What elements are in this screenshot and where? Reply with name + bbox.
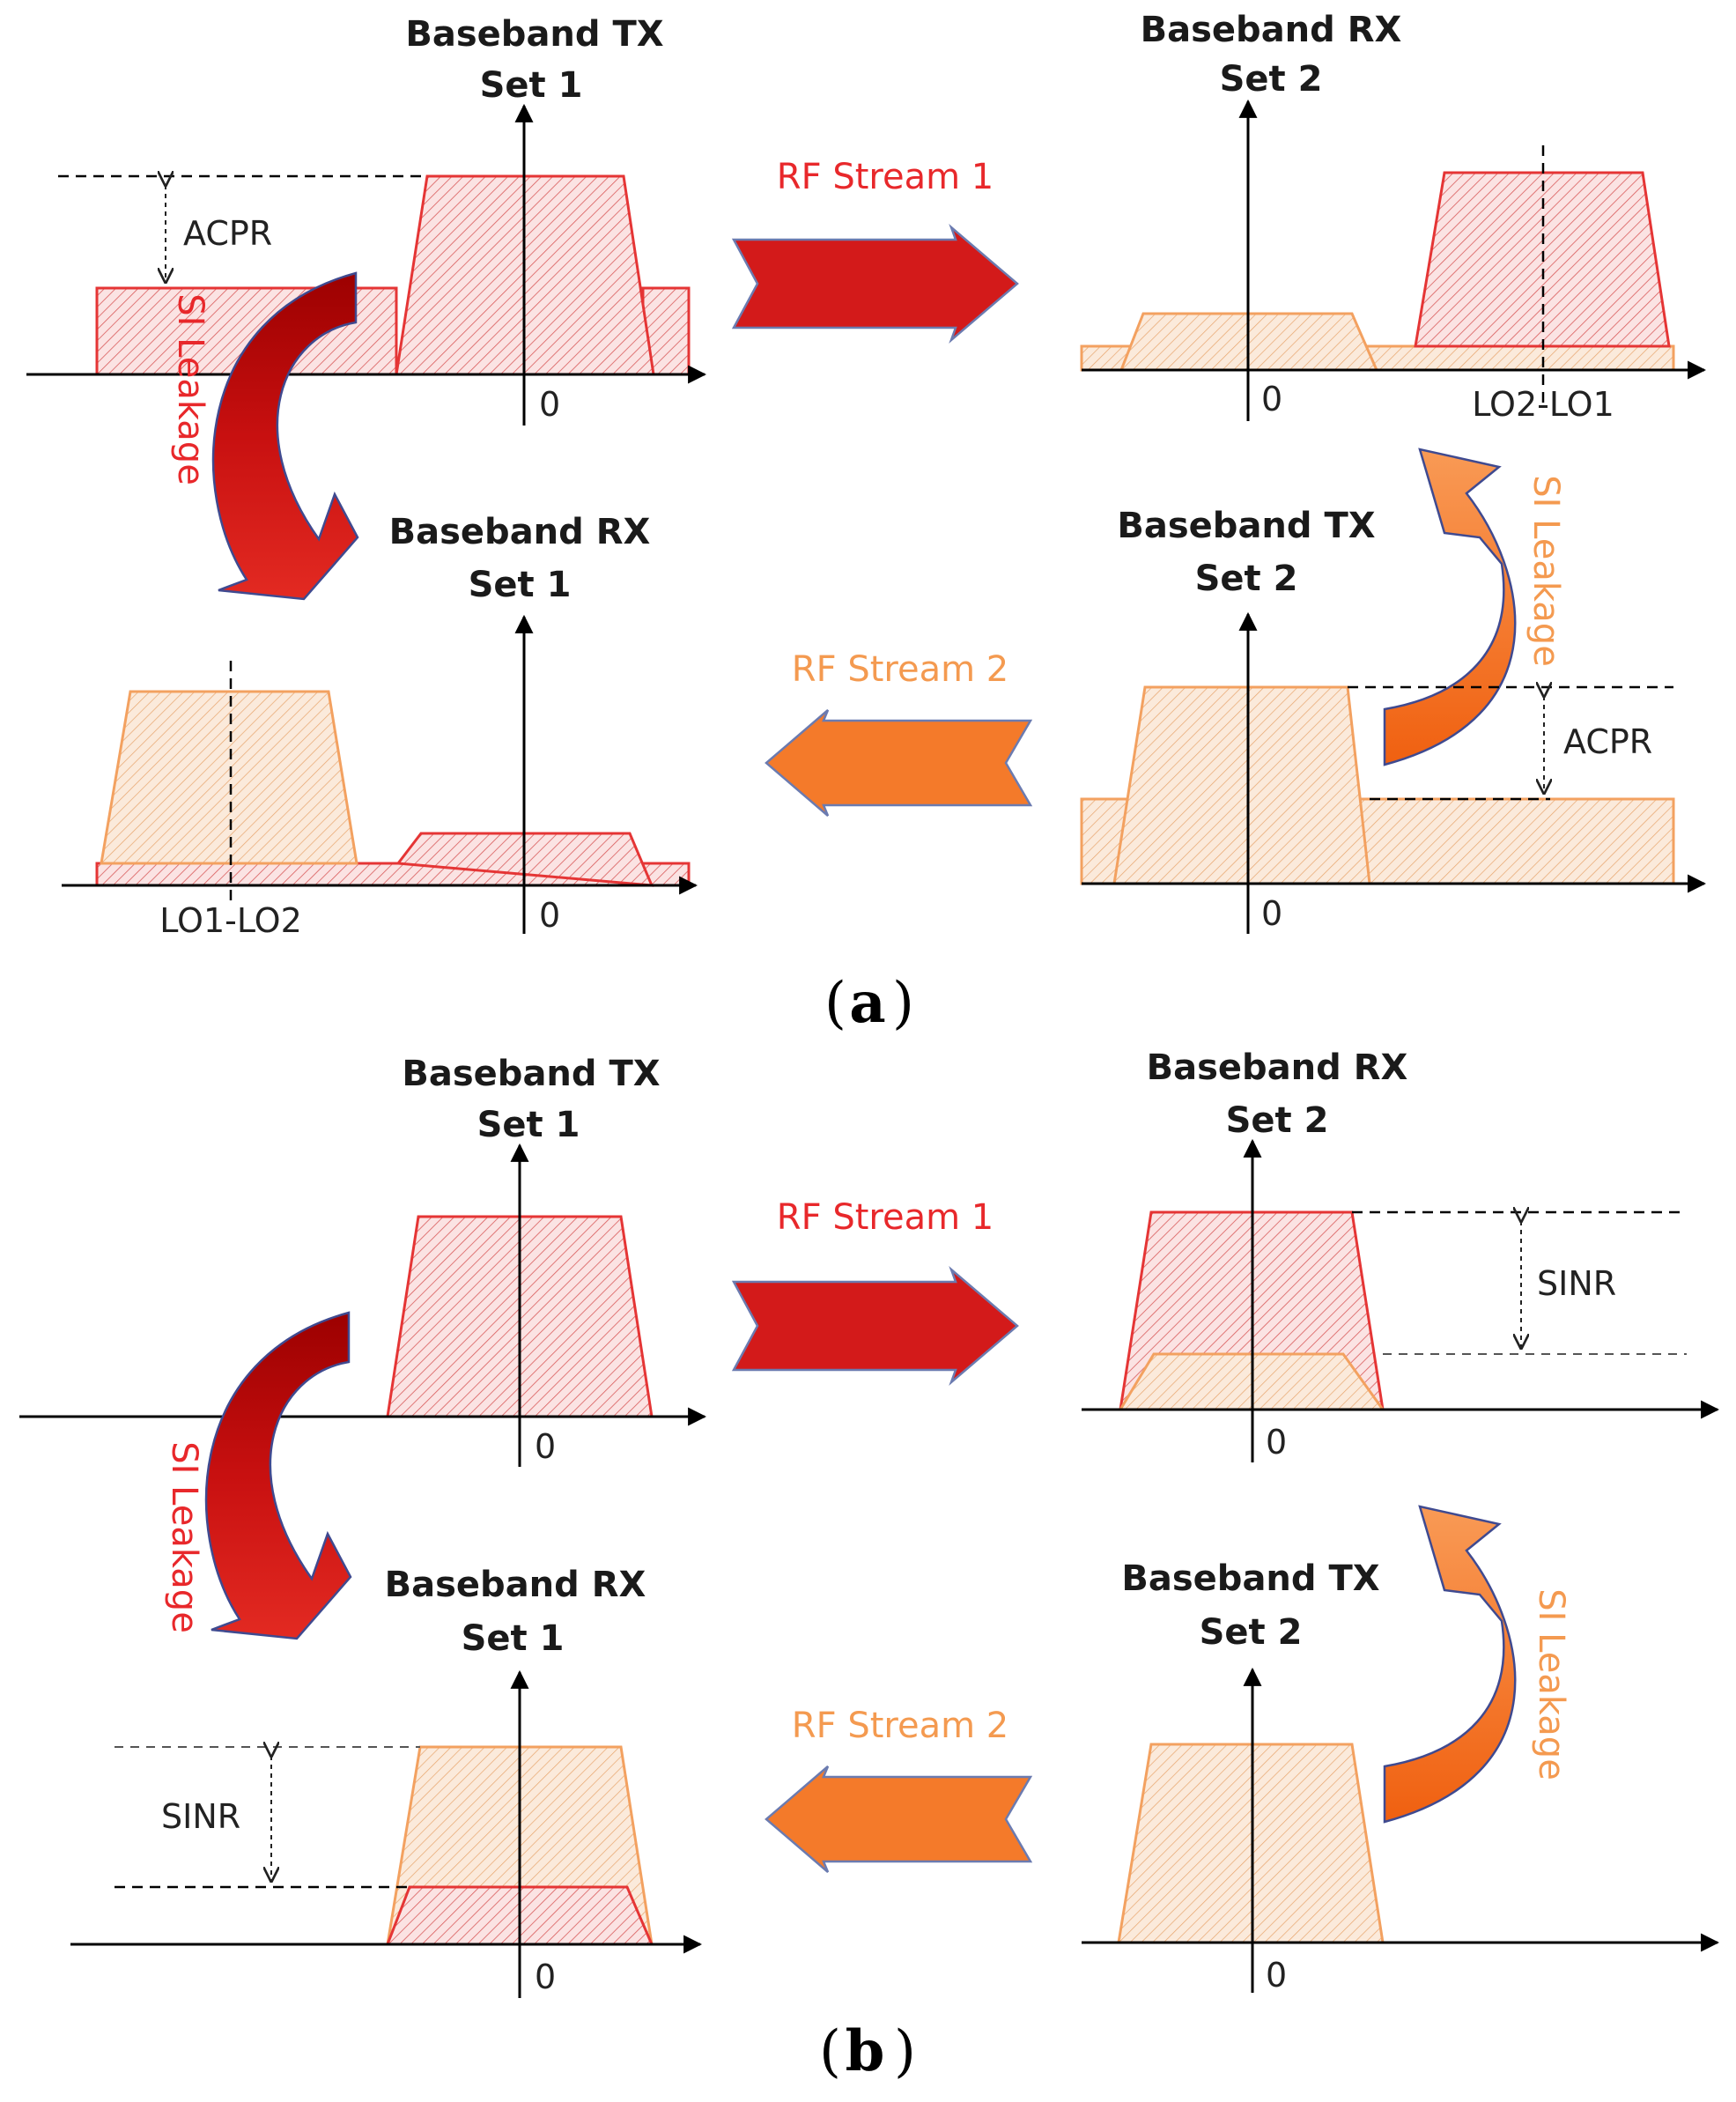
panel-title: Baseband RX	[1147, 1047, 1408, 1088]
panel-title: Baseband TX	[1117, 506, 1375, 546]
svg-text:): )	[892, 971, 914, 1036]
rf-stream-right-arrow	[731, 1266, 1019, 1386]
caption-letter: a	[849, 970, 885, 1036]
caption-a: ( a )	[824, 970, 914, 1036]
si-leakage-label: SI Leakage	[1531, 1588, 1571, 1780]
caption-letter: b	[846, 2018, 885, 2084]
rf-stream-2-b: RF Stream 2	[765, 1706, 1033, 1873]
zero-label: 0	[1261, 894, 1282, 933]
rf-stream-right-arrow	[731, 224, 1019, 344]
lo-label: LO2-LO1	[1472, 385, 1614, 424]
si-curved-arrow-down	[211, 271, 359, 601]
si-leakage-left-b: SI Leakage	[164, 1311, 352, 1640]
sinr-label: SINR	[1537, 1264, 1616, 1303]
zero-label: 0	[535, 1958, 556, 1996]
rf-stream-left-arrow	[765, 709, 1033, 817]
panel-title: Baseband RX	[389, 512, 651, 552]
si-leakage-label: SI Leakage	[1525, 475, 1566, 667]
panel-a-tx-set2: Baseband TX Set 2 ACPR 0	[1080, 506, 1707, 934]
si-leakage-right-a: SI Leakage	[1383, 448, 1566, 766]
acpr-label: ACPR	[183, 214, 272, 253]
lo-label: LO1-LO2	[159, 901, 302, 940]
panel-title: Baseband TX	[402, 1054, 660, 1094]
si-leakage-left-a: SI Leakage	[170, 271, 359, 601]
panel-subtitle: Set 2	[1200, 1612, 1303, 1653]
si-leakage-label: SI Leakage	[170, 293, 211, 485]
panel-subtitle: Set 2	[1226, 1100, 1329, 1141]
panel-a-rx-set1: Baseband RX Set 1 0 LO1-LO2	[62, 512, 698, 940]
panel-b-tx-set1: Baseband TX Set 1 0	[19, 1054, 707, 1467]
rf-stream-2-a: RF Stream 2	[765, 649, 1033, 817]
zero-label: 0	[1266, 1956, 1287, 1995]
panel-subtitle: Set 1	[480, 65, 583, 106]
zero-label: 0	[1261, 380, 1282, 418]
panel-title: Baseband TX	[1121, 1558, 1379, 1599]
panel-subtitle: Set 1	[469, 565, 572, 605]
rf-stream-label: RF Stream 2	[792, 649, 1008, 690]
zero-label: 0	[535, 1427, 556, 1466]
panel-b-tx-set2: Baseband TX Set 2 0	[1082, 1558, 1720, 1995]
si-leakage-right-b: SI Leakage	[1383, 1505, 1571, 1824]
part-b: Baseband TX Set 1 0 RF Stream 1 Baseband…	[19, 1047, 1720, 2084]
si-curved-arrow-up	[1383, 448, 1517, 766]
panel-title: Baseband RX	[1141, 10, 1402, 50]
tx-signal-band	[1117, 1743, 1385, 1944]
zero-label: 0	[539, 896, 560, 935]
panel-title: Baseband RX	[385, 1565, 646, 1605]
rf-stream-1-b: RF Stream 1	[731, 1197, 1019, 1386]
panel-a-rx-set2: Baseband RX Set 2 0 LO2-LO1	[1080, 10, 1707, 424]
rf-stream-left-arrow	[765, 1765, 1033, 1873]
panel-a-tx-set1: Baseband TX Set 1 ACPR 0	[26, 14, 707, 426]
acpr-label: ACPR	[1563, 722, 1652, 761]
caption-b: ( b )	[819, 2018, 916, 2084]
rx-signal-band	[100, 690, 358, 865]
panel-b-rx-set1: Baseband RX Set 1 SINR 0	[70, 1565, 703, 1998]
si-curved-arrow-up	[1383, 1505, 1517, 1824]
si-curved-arrow-down	[204, 1311, 352, 1640]
svg-text:(: (	[824, 971, 846, 1036]
rf-stream-1-a: RF Stream 1	[731, 157, 1019, 344]
part-a: Baseband TX Set 1 ACPR 0 RF Stream 1 Bas…	[26, 10, 1707, 1036]
rf-stream-label: RF Stream 2	[792, 1706, 1008, 1746]
panel-b-rx-set2: Baseband RX Set 2 SINR 0	[1082, 1047, 1720, 1462]
zero-label: 0	[539, 385, 560, 424]
panel-subtitle: Set 2	[1220, 59, 1323, 100]
si-leakage-label: SI Leakage	[164, 1441, 204, 1633]
sinr-label: SINR	[161, 1797, 240, 1836]
svg-text:(: (	[819, 2019, 841, 2084]
zero-label: 0	[1266, 1423, 1287, 1462]
panel-subtitle: Set 1	[477, 1105, 580, 1145]
rf-stream-label: RF Stream 1	[777, 157, 994, 197]
rf-stream-label: RF Stream 1	[777, 1197, 994, 1238]
tx-signal-band	[1112, 685, 1371, 885]
panel-subtitle: Set 1	[462, 1618, 565, 1659]
svg-text:): )	[894, 2019, 916, 2084]
panel-subtitle: Set 2	[1195, 559, 1298, 599]
panel-title: Baseband TX	[405, 14, 663, 55]
